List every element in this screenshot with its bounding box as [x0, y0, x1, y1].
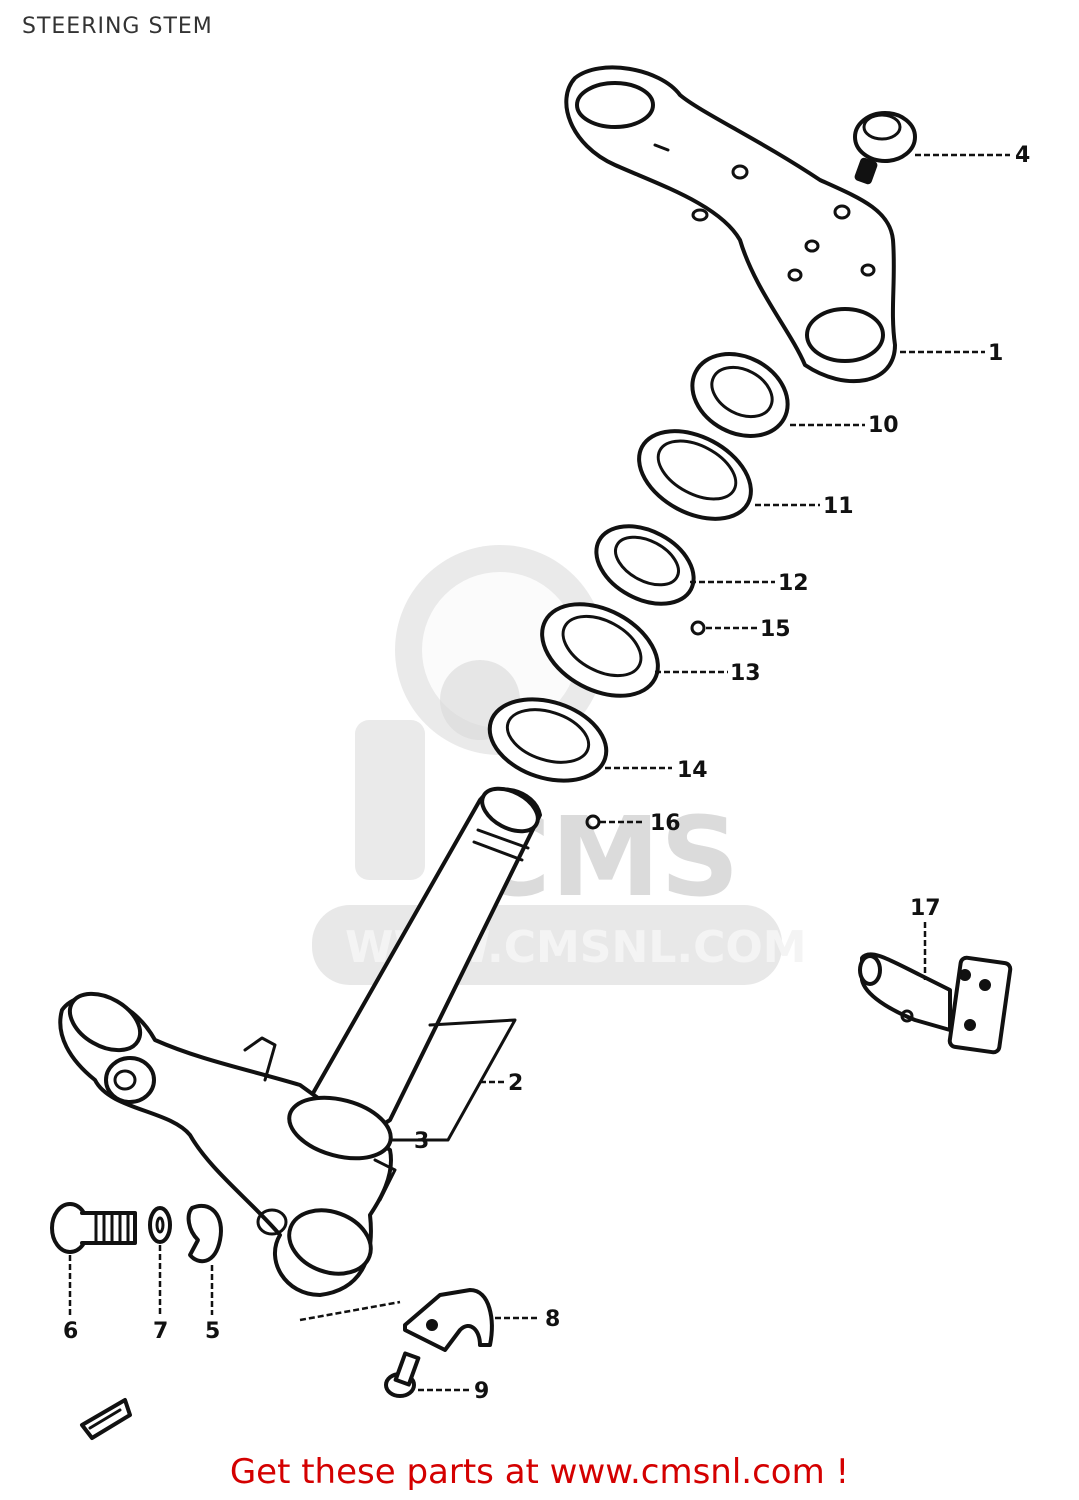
leader-lines: [68, 153, 1010, 1392]
steering-stem-shaft: [310, 786, 542, 1129]
seal-14: [487, 697, 609, 783]
upper-bracket: [564, 65, 897, 384]
bearing-10: [690, 352, 790, 438]
callout-7: 7: [153, 1319, 168, 1344]
callout-13: 13: [730, 661, 761, 686]
page-title: STEERING STEM: [22, 14, 213, 39]
race-11: [637, 429, 753, 521]
lower-bracket: [58, 991, 397, 1297]
callout-3: 3: [414, 1129, 429, 1154]
callout-11: 11: [823, 494, 854, 519]
stem-nut: [853, 111, 917, 185]
callout-10: 10: [868, 413, 899, 438]
callout-14: 14: [677, 758, 708, 783]
bearing-13: [540, 602, 660, 698]
callout-17: 17: [910, 896, 941, 921]
guide-8: [403, 1288, 494, 1352]
callout-6: 6: [63, 1319, 78, 1344]
steering-lock-17: [858, 952, 1013, 1055]
race-12: [594, 524, 696, 606]
callout-9: 9: [474, 1379, 489, 1404]
callout-15: 15: [760, 617, 791, 642]
bolt-6: [50, 1202, 137, 1254]
clamp-5: [186, 1203, 223, 1264]
callout-16: 16: [650, 811, 681, 836]
callout-12: 12: [778, 571, 809, 596]
callout-2: 2: [508, 1071, 523, 1096]
callout-8: 8: [545, 1307, 560, 1332]
washer-7: [148, 1206, 172, 1244]
screw-9: [384, 1351, 421, 1398]
ball-15: [690, 620, 706, 636]
callout-5: 5: [205, 1319, 220, 1344]
callout-1: 1: [988, 341, 1003, 366]
footer-link[interactable]: Get these parts at www.cmsnl.com !: [229, 1452, 850, 1492]
ball-16: [585, 814, 601, 830]
front-arrow-icon: [80, 1398, 132, 1440]
callout-4: 4: [1015, 143, 1030, 168]
